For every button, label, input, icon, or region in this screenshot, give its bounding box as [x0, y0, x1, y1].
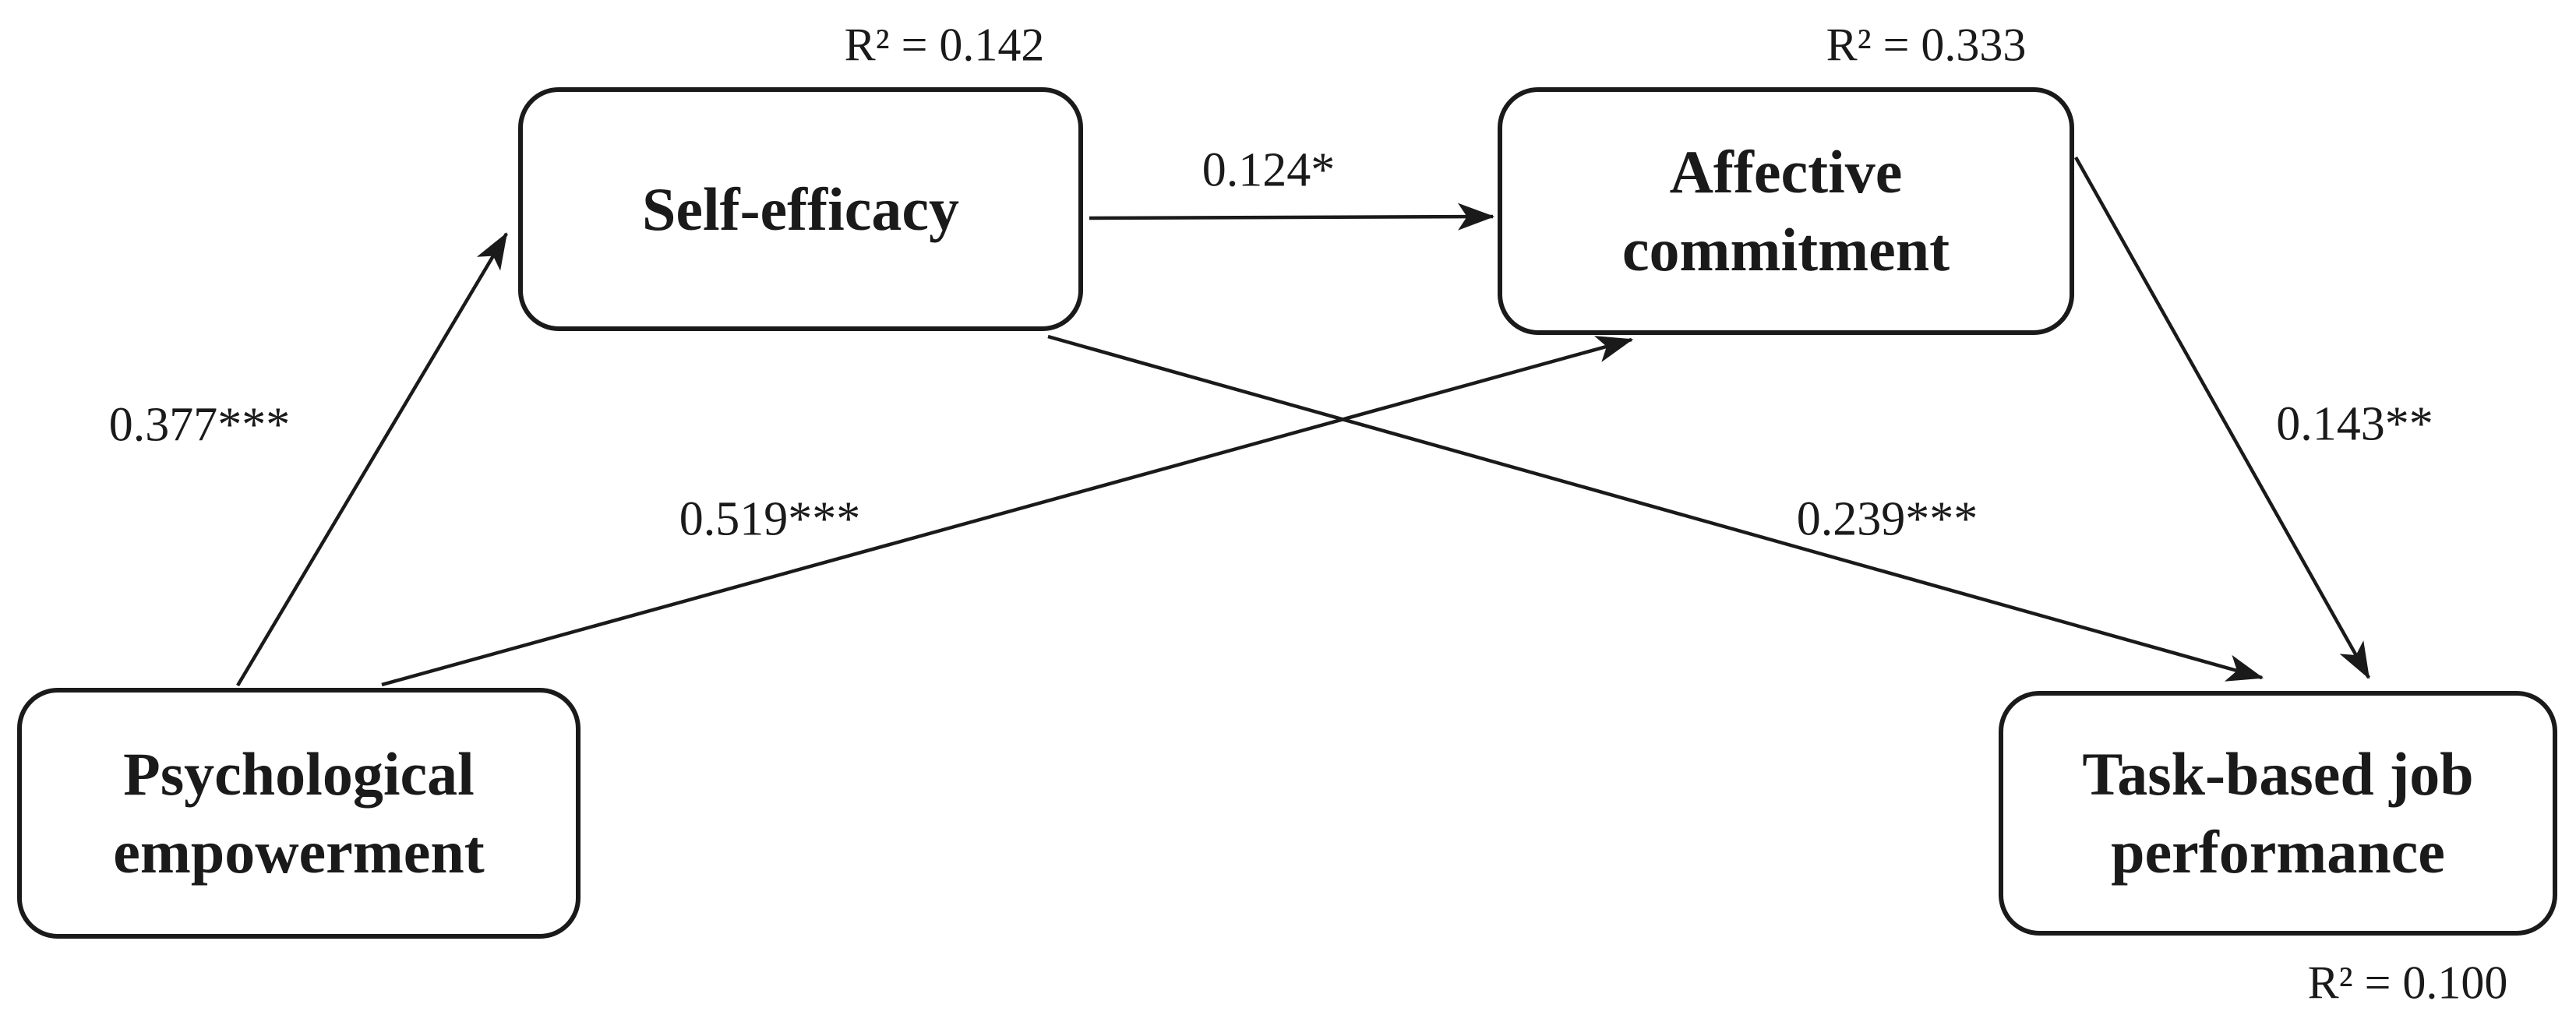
coefficient-se-to-ac: 0.124*: [1202, 143, 1336, 197]
r-squared-affective-commitment: R² = 0.333: [1826, 19, 2027, 71]
node-task-based-job-performance-label-line1: Task-based job: [2082, 740, 2474, 809]
coefficient-pe-to-se: 0.377***: [108, 398, 291, 452]
node-psychological-empowerment: Psychological empowerment: [17, 688, 580, 939]
coefficient-se-to-tp: 0.239***: [1796, 492, 1978, 546]
arrow-pe-to-ac: [381, 336, 1634, 687]
arrow-pe-to-se: [236, 232, 508, 687]
r-squared-self-efficacy: R² = 0.142: [844, 19, 1045, 71]
node-self-efficacy: Self-efficacy: [518, 87, 1083, 331]
node-affective-commitment-label-line2: commitment: [1621, 216, 1950, 284]
node-task-based-job-performance-label-line2: performance: [2111, 818, 2445, 886]
node-psychological-empowerment-label-line1: Psychological: [123, 740, 475, 809]
coefficient-ac-to-tp: 0.143**: [2276, 397, 2433, 451]
node-psychological-empowerment-label-line2: empowerment: [113, 818, 485, 886]
node-task-based-job-performance: Task-based job performance: [1999, 691, 2557, 936]
node-affective-commitment: Affective commitment: [1498, 87, 2074, 335]
r-squared-task-based-job-performance: R² = 0.100: [2307, 957, 2508, 1009]
arrow-se-to-ac: [1089, 203, 1495, 231]
node-self-efficacy-label: Self-efficacy: [641, 174, 960, 243]
node-affective-commitment-label-line1: Affective: [1669, 138, 1903, 206]
coefficient-pe-to-ac: 0.519***: [679, 492, 861, 546]
arrow-se-to-tp: [1047, 334, 2264, 682]
